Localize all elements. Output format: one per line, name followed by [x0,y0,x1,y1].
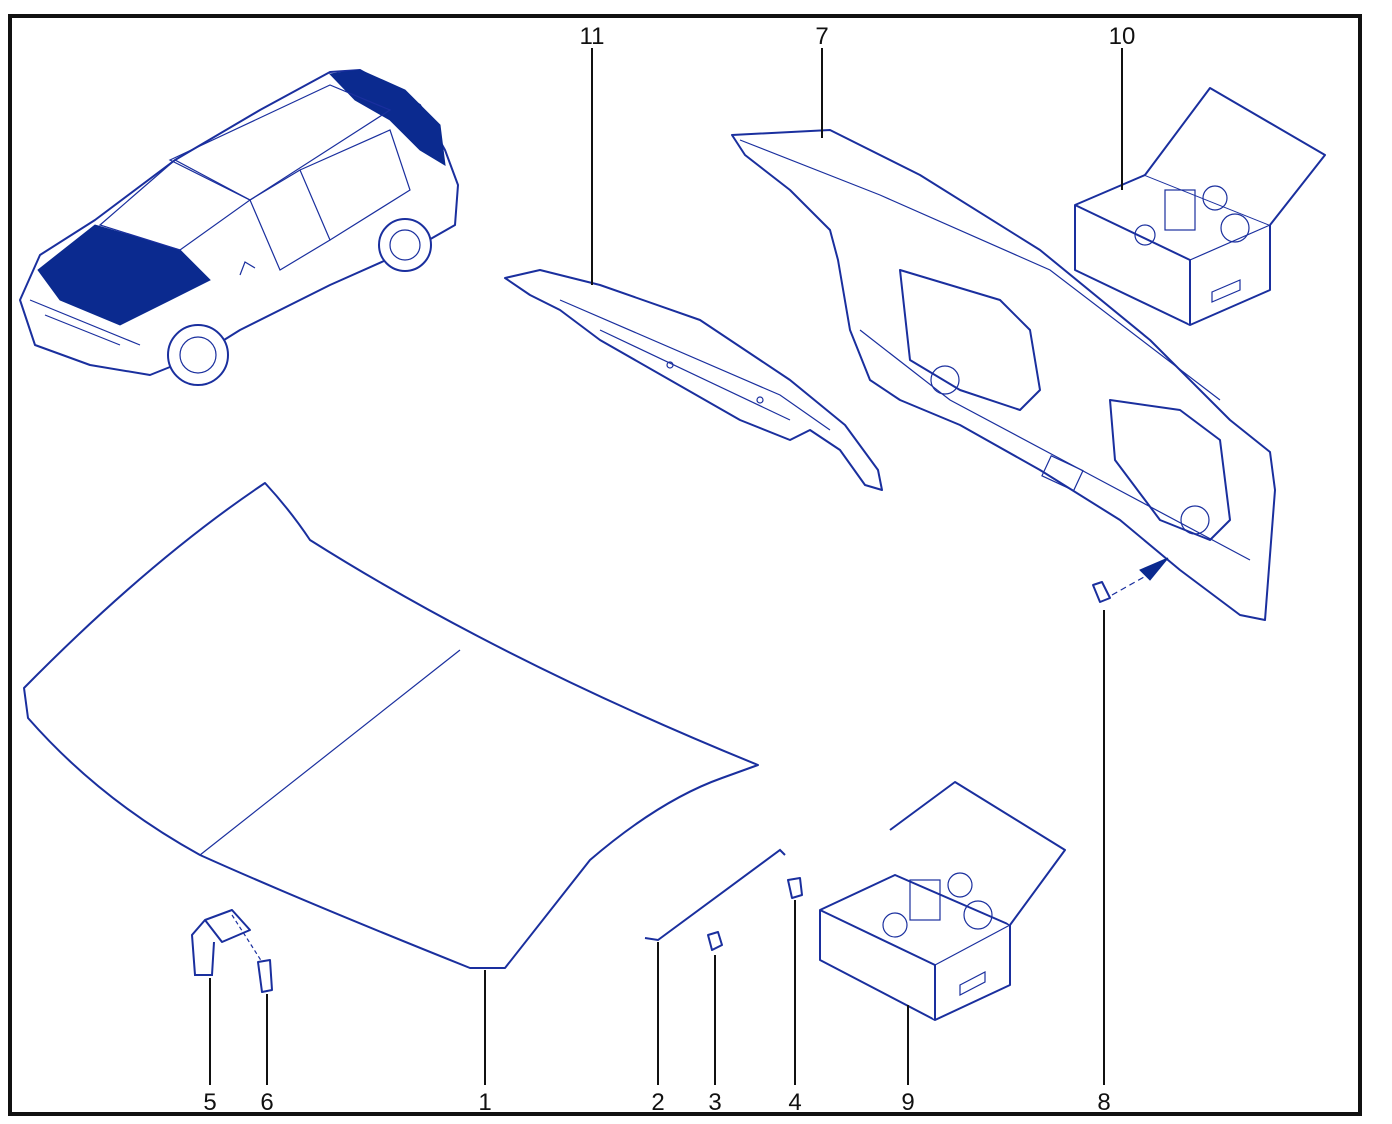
callout-8: 8 [1097,1089,1110,1116]
callout-5: 5 [203,1089,216,1116]
part-3-clip [707,931,723,951]
callout-4: 4 [788,1089,801,1116]
callout-9: 9 [901,1089,914,1116]
part-4-clip [787,877,803,899]
part-7-tailgate [731,129,1276,621]
callout-2: 2 [651,1089,664,1116]
hood-highlight [37,224,211,326]
callout-6: 6 [260,1089,273,1116]
callout-3: 3 [708,1089,721,1116]
callout-7: 7 [815,23,828,50]
tailgate-highlight [328,69,446,166]
part-5-bracket [190,909,251,976]
callout-10: 10 [1109,23,1136,50]
callout-11: 11 [580,23,605,50]
part-2-rod [644,848,786,942]
part-8-stud [1092,557,1169,603]
part-11-crossmember [504,269,883,491]
part-9-kit-box [819,781,1066,1021]
part-1-hood [23,482,759,969]
part-10-kit-box [1074,87,1326,326]
car-illustration [19,69,459,386]
leader-lines [209,48,1123,1085]
part-6-bolt [231,914,273,993]
callout-1: 1 [478,1089,491,1116]
